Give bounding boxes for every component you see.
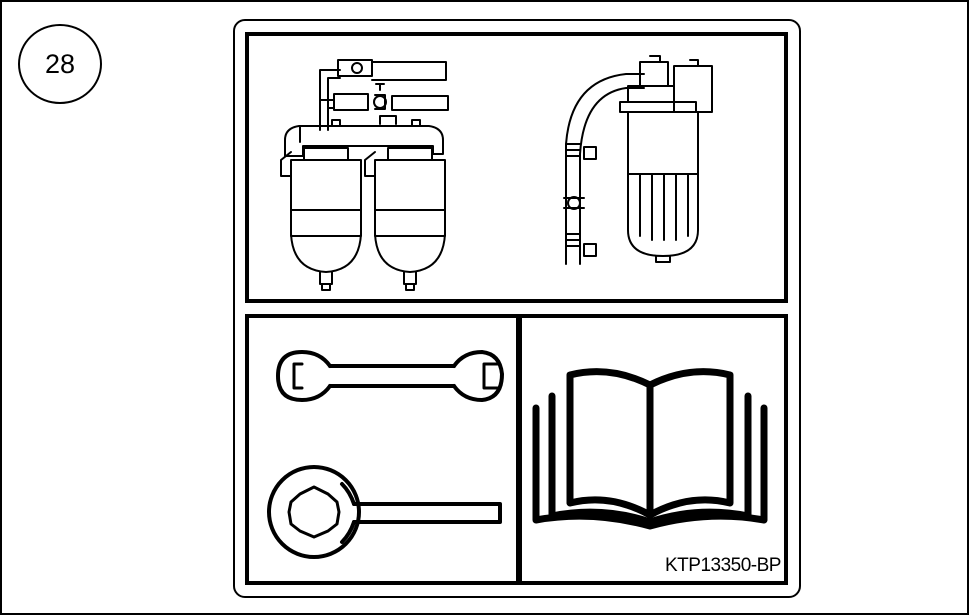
open-end-wrench-icon <box>276 350 504 402</box>
operator-manual-book-icon <box>532 368 768 530</box>
fuel-filter-panel <box>245 32 788 303</box>
tools-panel <box>245 314 522 585</box>
label-part-number: KTP13350-BP <box>664 555 782 577</box>
manual-panel <box>516 314 788 585</box>
step-number: 28 <box>44 48 76 79</box>
dual-fuel-filter-icon <box>280 59 449 291</box>
single-fuel-filter-icon <box>563 55 713 265</box>
box-end-wrench-icon <box>267 465 502 559</box>
step-number-badge: 28 <box>18 24 102 104</box>
safety-label-card <box>233 19 801 598</box>
